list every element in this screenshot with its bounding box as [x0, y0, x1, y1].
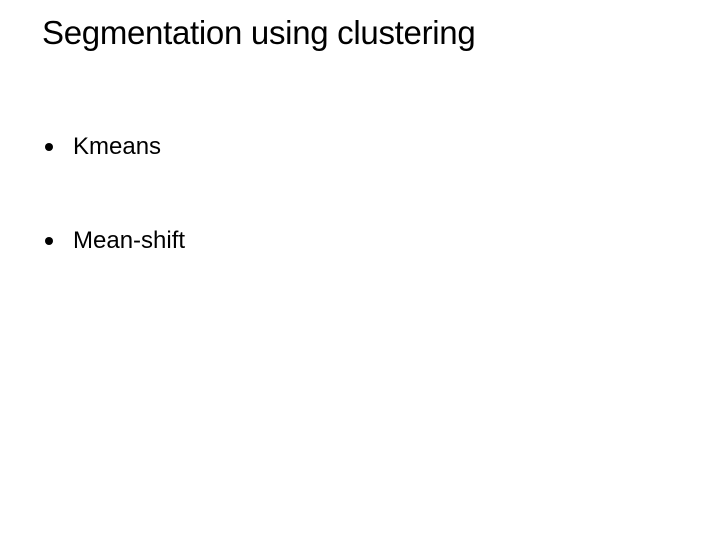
- bullet-dot-icon: [45, 143, 53, 151]
- bullet-item: Mean-shift: [45, 226, 185, 256]
- bullet-dot-icon: [45, 237, 53, 245]
- bullet-text: Mean-shift: [73, 227, 186, 254]
- bullet-text: Kmeans: [73, 133, 162, 160]
- slide-title: Segmentation using clustering: [42, 14, 476, 51]
- bullet-item: Kmeans: [45, 132, 185, 162]
- bullet-list: Kmeans Mean-shift: [45, 132, 185, 320]
